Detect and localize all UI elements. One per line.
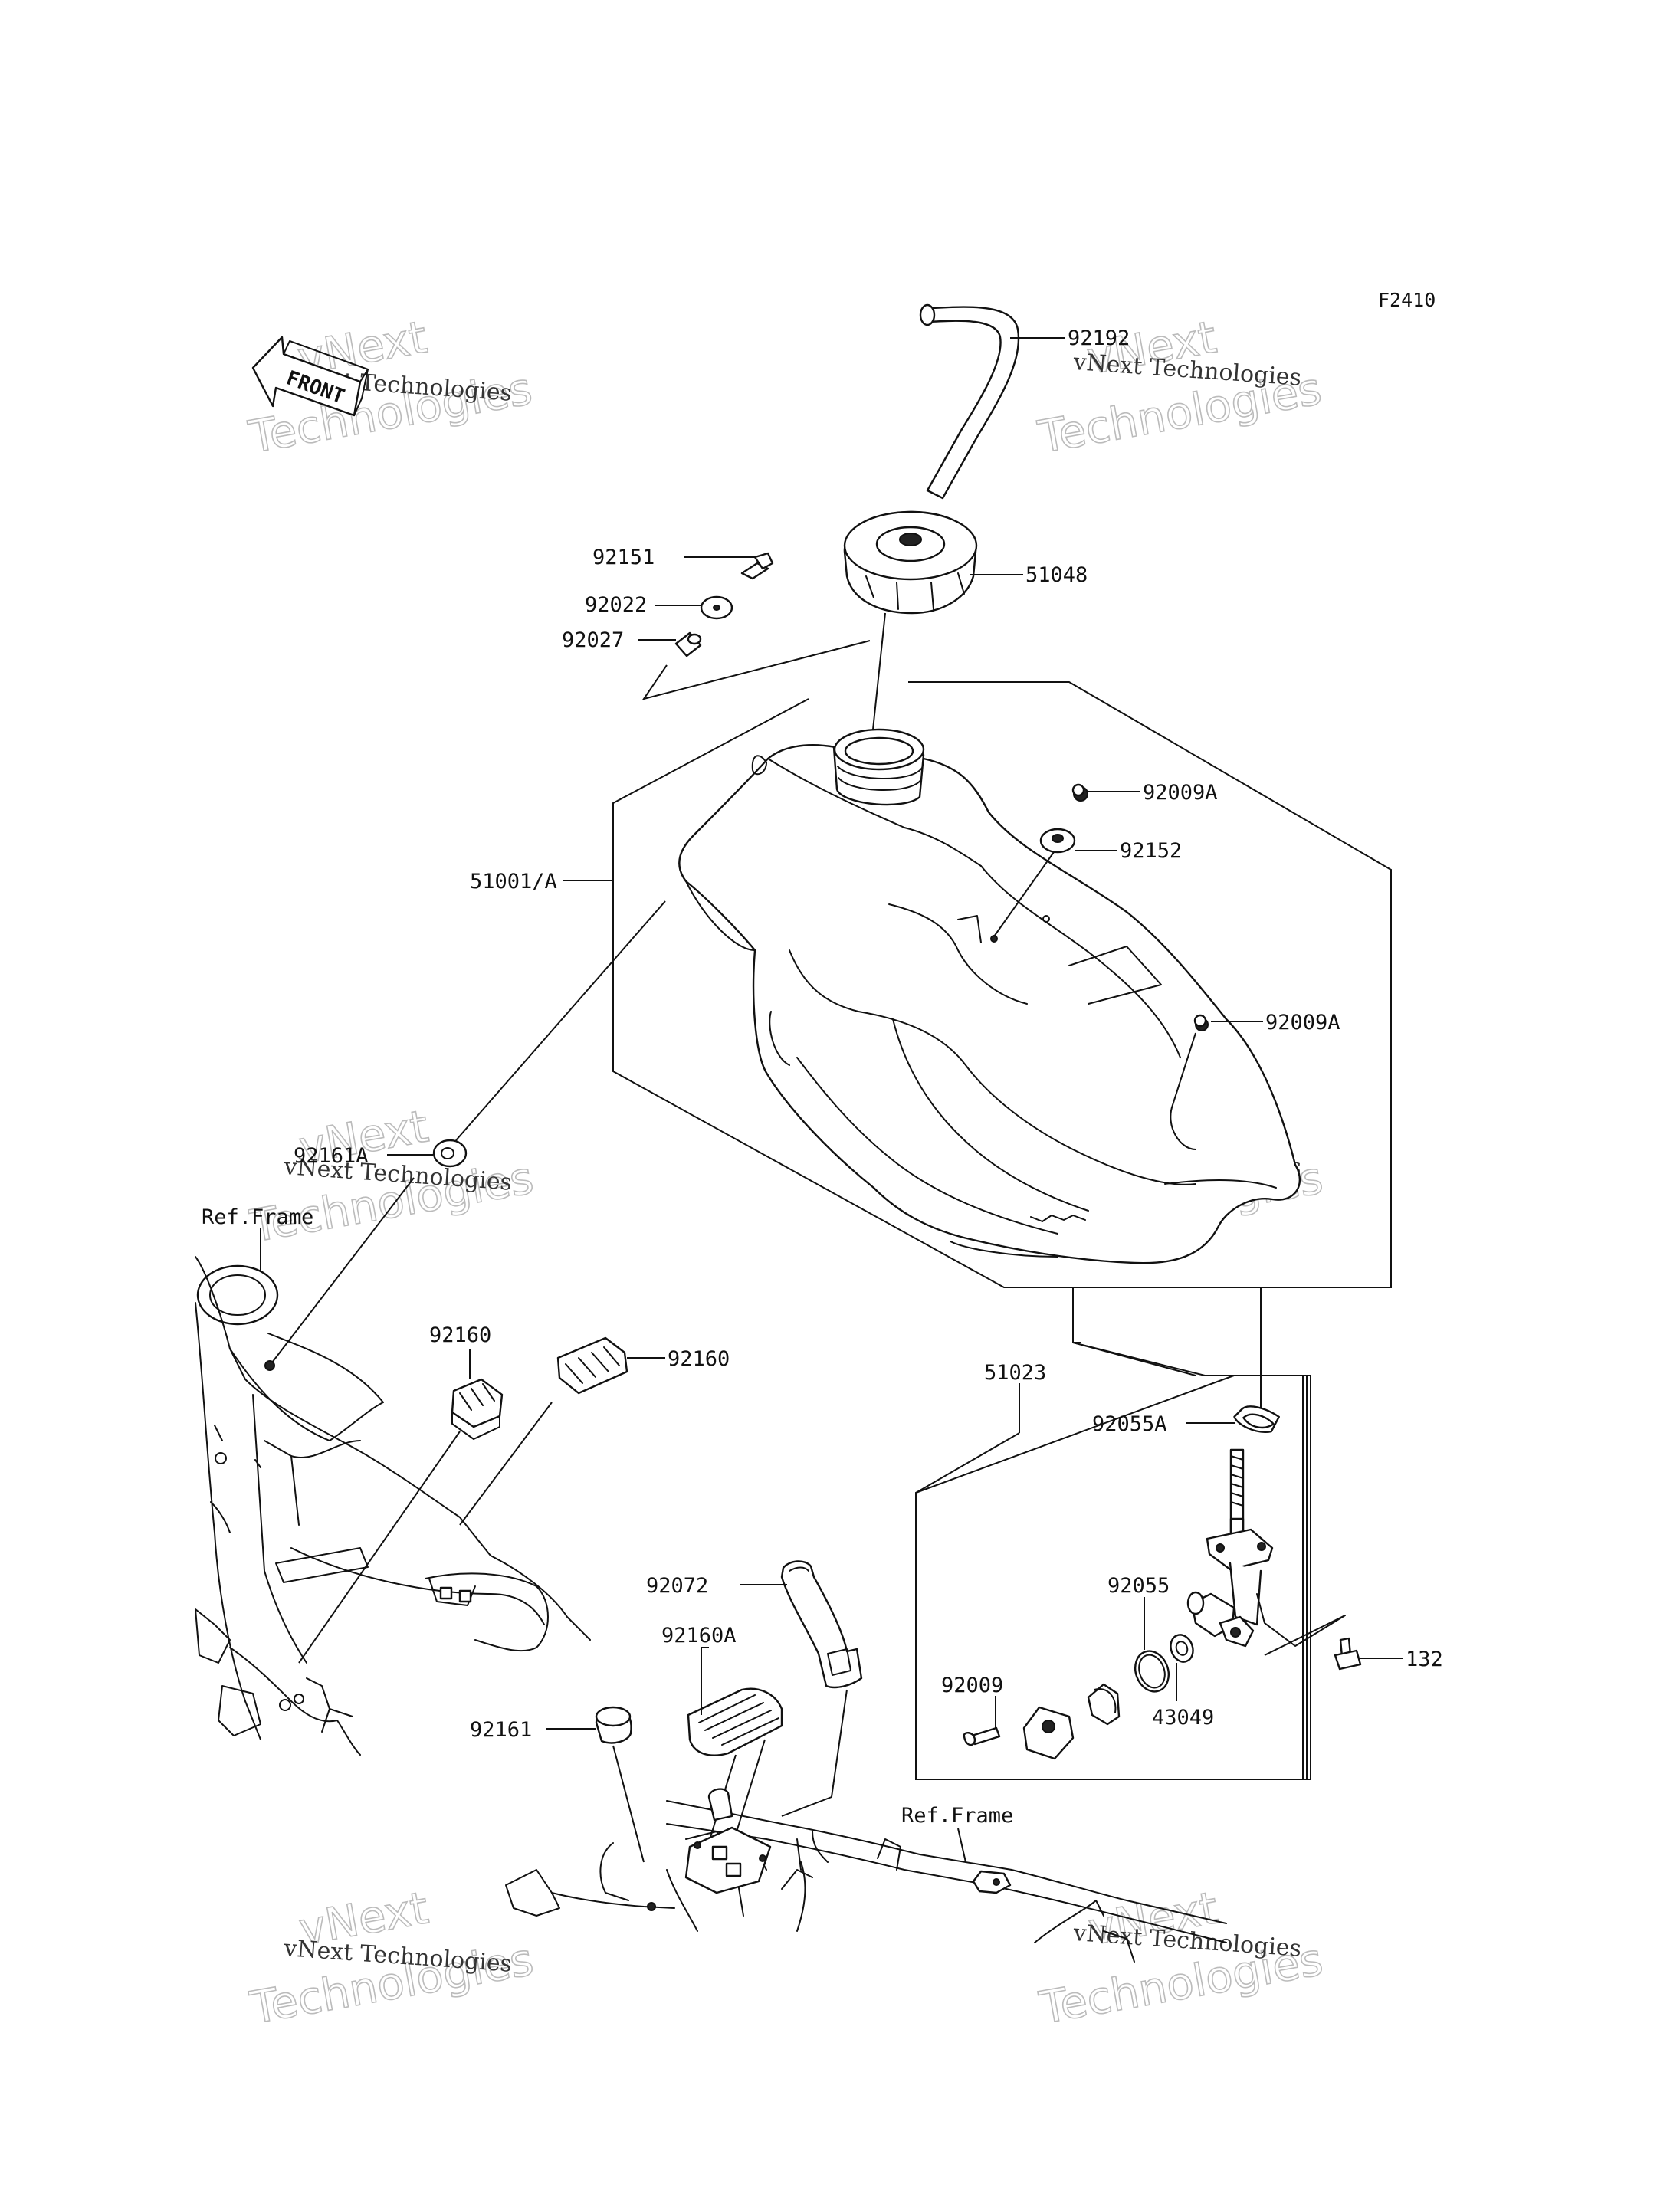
washer-92022 — [655, 595, 733, 620]
damper-92152 — [993, 828, 1117, 937]
rubber-damper-92160a — [687, 1647, 783, 1855]
rubber-damper-92160-left — [298, 1349, 504, 1664]
bolt-92151 — [684, 552, 774, 580]
label-92055: 92055 — [1107, 1574, 1170, 1598]
label-92027: 92027 — [562, 628, 624, 652]
label-92151: 92151 — [592, 546, 655, 569]
grommet-92161a — [271, 900, 666, 1363]
label-51048: 51048 — [1025, 563, 1088, 587]
fuel-cock-lever — [1087, 1683, 1121, 1726]
left-frame-section — [195, 1256, 591, 1756]
label-132: 132 — [1406, 1648, 1443, 1671]
label-92009a-top: 92009A — [1143, 781, 1218, 805]
fuel-cock-plate — [1022, 1706, 1075, 1760]
label-92072: 92072 — [646, 1574, 708, 1598]
fuel-cock — [1186, 1448, 1346, 1648]
breather-hose-92192 — [919, 303, 1065, 500]
sheet-code: F2410 — [1378, 289, 1436, 311]
washer-43049 — [1170, 1634, 1194, 1701]
label-43049: 43049 — [1152, 1706, 1214, 1730]
label-51023: 51023 — [984, 1361, 1046, 1385]
label-92192: 92192 — [1068, 326, 1130, 350]
label-92160-right: 92160 — [668, 1347, 730, 1371]
front-arrow-icon: FRONT — [251, 336, 369, 417]
rubber-strap-92072 — [740, 1560, 863, 1817]
fuel-cap-51048 — [843, 510, 1023, 615]
bolt-92009a-top — [1071, 783, 1140, 802]
bolt-132 — [1264, 1615, 1403, 1671]
tank-assembly-boundary — [612, 681, 1392, 1288]
label-92022: 92022 — [585, 593, 647, 617]
bolt-92009a-mid — [1170, 1014, 1263, 1150]
label-92009: 92009 — [941, 1674, 1003, 1697]
label-92160a: 92160A — [661, 1624, 737, 1648]
gasket-92055a — [1186, 1405, 1280, 1433]
label-92161a: 92161A — [294, 1144, 369, 1168]
label-92009a-mid: 92009A — [1265, 1011, 1340, 1035]
rubber-damper-92160-right — [459, 1336, 665, 1526]
label-ref-frame-bottom: Ref.Frame — [901, 1804, 1013, 1828]
label-92152: 92152 — [1120, 839, 1182, 863]
label-92161: 92161 — [470, 1718, 532, 1742]
label-92160-left: 92160 — [429, 1323, 491, 1347]
fuel-tank-51001a — [678, 728, 1301, 1264]
screw-92009 — [963, 1696, 1001, 1746]
label-92055a: 92055A — [1092, 1412, 1167, 1436]
grommet-92161 — [546, 1706, 645, 1863]
label-ref-frame-left: Ref.Frame — [202, 1205, 313, 1229]
bottom-frame-section — [505, 1788, 1227, 1963]
collar-92027 — [638, 631, 702, 657]
label-51001a: 51001/A — [470, 870, 557, 894]
o-ring-92055 — [1134, 1597, 1170, 1693]
